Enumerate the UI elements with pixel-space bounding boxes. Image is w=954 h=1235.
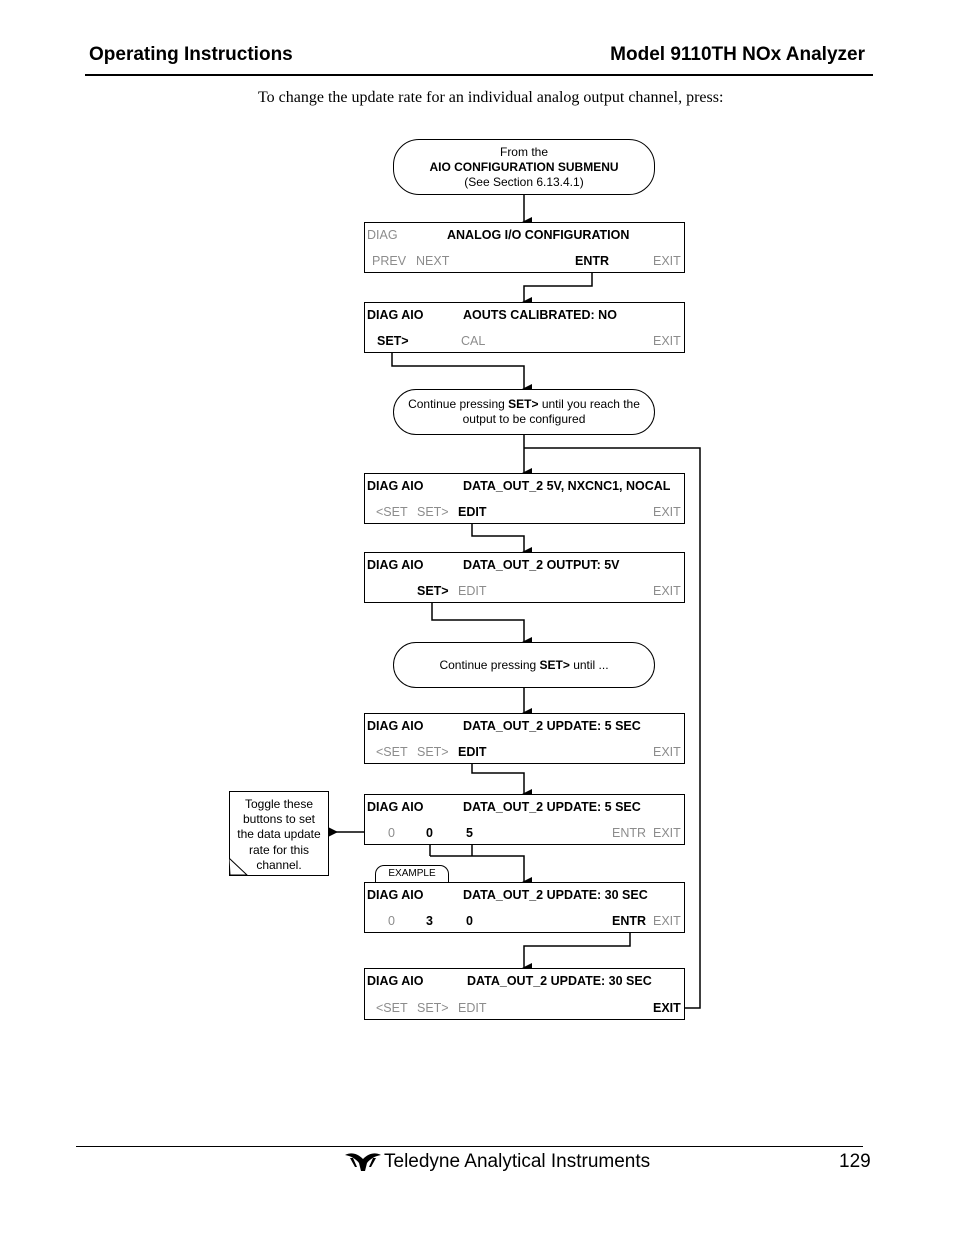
continue-pre: Continue pressing	[439, 657, 540, 672]
page-number: 129	[839, 1151, 871, 1172]
panel-mode: DIAG AIO	[367, 479, 424, 493]
note-line: channel.	[256, 857, 302, 872]
model-title: Model 9110TH NOx Analyzer	[610, 44, 865, 65]
exit-button[interactable]: EXIT	[653, 1001, 681, 1015]
continue-key: SET>	[539, 657, 570, 672]
edit-button[interactable]: EDIT	[458, 584, 487, 598]
set-next-button[interactable]: SET>	[417, 1001, 449, 1015]
continue-post: until you reach the	[538, 397, 640, 411]
exit-button[interactable]: EXIT	[653, 584, 681, 598]
digit-button-1[interactable]: 0	[388, 914, 395, 928]
continue-until-oval: Continue pressing SET> until ...	[393, 642, 655, 688]
exit-button[interactable]: EXIT	[653, 914, 681, 928]
panel-title: DATA_OUT_2 UPDATE: 5 SEC	[463, 800, 641, 814]
start-oval-line2: AIO CONFIGURATION SUBMENU	[429, 159, 619, 174]
edit-button[interactable]: EDIT	[458, 1001, 487, 1015]
panel-title: DATA_OUT_2 UPDATE: 5 SEC	[463, 719, 641, 733]
panel-mode: DIAG	[367, 228, 398, 242]
panel-mode: DIAG AIO	[367, 974, 424, 988]
exit-button[interactable]: EXIT	[653, 745, 681, 759]
set-next-button[interactable]: SET>	[417, 745, 449, 759]
teledyne-logo-icon	[345, 1153, 381, 1171]
panel-title: DATA_OUT_2 UPDATE: 30 SEC	[463, 888, 648, 902]
entr-button[interactable]: ENTR	[612, 826, 647, 840]
continue-post: until ...	[569, 657, 609, 672]
panel-title: ANALOG I/O CONFIGURATION	[447, 228, 630, 242]
digit-button-1[interactable]: 0	[388, 826, 395, 840]
panel-mode: DIAG AIO	[367, 719, 424, 733]
set-next-button[interactable]: SET>	[377, 334, 409, 348]
panel-mode: DIAG AIO	[367, 888, 424, 902]
next-button[interactable]: NEXT	[416, 254, 450, 268]
display-panel-output: DIAG AIO DATA_OUT_2 OUTPUT: 5V SET> EDIT…	[364, 552, 685, 603]
prev-button[interactable]: PREV	[372, 254, 407, 268]
continue-pre: Continue pressing	[408, 397, 509, 411]
footer-rule	[76, 1146, 863, 1147]
note-line: rate for this	[248, 842, 310, 857]
display-panel-update-5sec: DIAG AIO DATA_OUT_2 UPDATE: 5 SEC <SET S…	[364, 713, 685, 764]
set-next-button[interactable]: SET>	[417, 584, 449, 598]
continue-oval: Continue pressing SET> until you reach t…	[393, 389, 655, 435]
display-panel-update-30sec: DIAG AIO DATA_OUT_2 UPDATE: 30 SEC <SET …	[364, 968, 685, 1020]
exit-button[interactable]: EXIT	[653, 826, 681, 840]
continue-line2: output to be configured	[462, 412, 586, 426]
example-tab: EXAMPLE	[375, 865, 449, 883]
start-oval-line3: (See Section 6.13.4.1)	[464, 174, 584, 189]
digit-button-2[interactable]: 0	[426, 826, 433, 840]
panel-mode: DIAG AIO	[367, 308, 424, 322]
entr-button[interactable]: ENTR	[612, 914, 647, 928]
display-panel-aouts-calibrated: DIAG AIO AOUTS CALIBRATED: NO SET> CAL E…	[364, 302, 685, 353]
exit-button[interactable]: EXIT	[653, 505, 681, 519]
display-panel-data-out-2: DIAG AIO DATA_OUT_2 5V, NXCNC1, NOCAL <S…	[364, 473, 685, 524]
set-next-button[interactable]: SET>	[417, 505, 449, 519]
edit-button[interactable]: EDIT	[458, 745, 487, 759]
note-dogear	[229, 858, 249, 876]
edit-button[interactable]: EDIT	[458, 505, 487, 519]
exit-button[interactable]: EXIT	[653, 334, 681, 348]
section-title: Operating Instructions	[89, 44, 293, 65]
digit-button-2[interactable]: 3	[426, 914, 433, 928]
start-oval: From the AIO CONFIGURATION SUBMENU (See …	[393, 139, 655, 195]
toggle-note-box: Toggle these buttons to set the data upd…	[229, 791, 329, 876]
note-line: Toggle these	[244, 797, 314, 811]
digit-button-3[interactable]: 5	[466, 826, 473, 840]
entr-button[interactable]: ENTR	[575, 254, 610, 268]
digit-button-3[interactable]: 0	[466, 914, 473, 928]
display-panel-edit-30sec: DIAG AIO DATA_OUT_2 UPDATE: 30 SEC 0 3 0…	[364, 882, 685, 933]
header-rule	[85, 74, 873, 76]
display-panel-edit-5sec: DIAG AIO DATA_OUT_2 UPDATE: 5 SEC 0 0 5 …	[364, 794, 685, 845]
set-prev-button[interactable]: <SET	[376, 505, 408, 519]
panel-title: DATA_OUT_2 UPDATE: 30 SEC	[467, 974, 652, 988]
note-line: the data update	[237, 827, 321, 842]
panel-mode: DIAG AIO	[367, 558, 424, 572]
cal-button[interactable]: CAL	[461, 334, 486, 348]
note-line: buttons to set	[242, 812, 316, 827]
display-panel-analog-io-config: DIAG ANALOG I/O CONFIGURATION PREV NEXT …	[364, 222, 685, 273]
footer-company: Teledyne Analytical Instruments	[384, 1151, 651, 1172]
start-oval-line1: From the	[499, 144, 548, 159]
set-prev-button[interactable]: <SET	[376, 1001, 408, 1015]
exit-button[interactable]: EXIT	[653, 254, 681, 268]
intro-text: To change the update rate for an individ…	[258, 89, 724, 106]
panel-title: DATA_OUT_2 5V, NXCNC1, NOCAL	[463, 479, 671, 493]
panel-title: AOUTS CALIBRATED: NO	[463, 308, 617, 322]
panel-title: DATA_OUT_2 OUTPUT: 5V	[463, 558, 620, 572]
panel-mode: DIAG AIO	[367, 800, 424, 814]
continue-key: SET>	[508, 397, 539, 411]
set-prev-button[interactable]: <SET	[376, 745, 408, 759]
